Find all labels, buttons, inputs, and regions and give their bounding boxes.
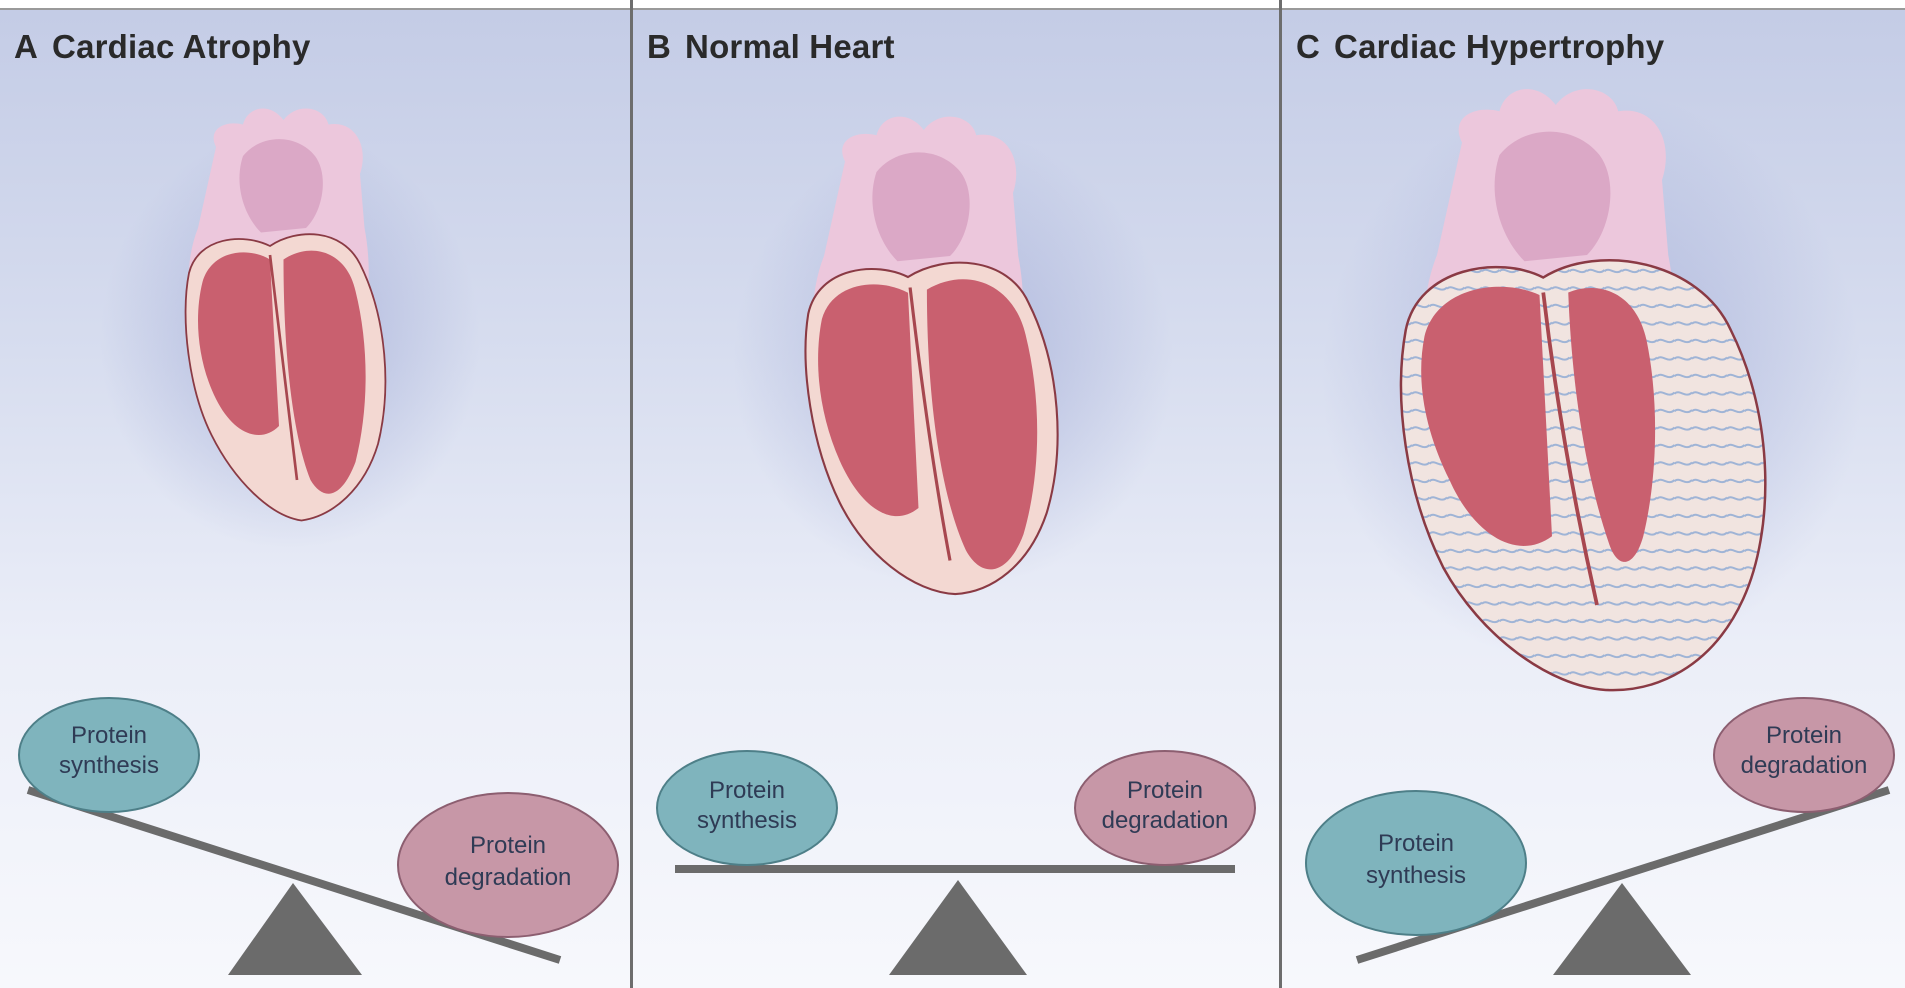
protein-synthesis-label-line2: synthesis bbox=[1366, 862, 1466, 889]
protein-degradation-label-line2: degradation bbox=[1102, 807, 1229, 834]
protein-degradation-label-line2: degradation bbox=[445, 864, 572, 891]
scale-fulcrum bbox=[889, 880, 1027, 975]
panel-c-illustration: Protein synthesis Protein degradation bbox=[1282, 10, 1905, 988]
protein-synthesis-label-line1: Protein bbox=[71, 722, 147, 749]
protein-synthesis-label-line1: Protein bbox=[1378, 830, 1454, 857]
scale-fulcrum bbox=[1553, 883, 1691, 975]
protein-degradation-label-line1: Protein bbox=[470, 832, 546, 859]
panel-a-illustration: Protein synthesis Protein degradation bbox=[0, 10, 630, 988]
protein-degradation-label-line2: degradation bbox=[1741, 752, 1868, 779]
protein-degradation-blob: Protein degradation bbox=[398, 793, 618, 937]
protein-synthesis-label-line1: Protein bbox=[709, 777, 785, 804]
protein-degradation-blob: Protein degradation bbox=[1075, 751, 1255, 865]
protein-synthesis-blob: Protein synthesis bbox=[657, 751, 837, 865]
protein-degradation-label-line1: Protein bbox=[1766, 722, 1842, 749]
protein-synthesis-label-line2: synthesis bbox=[697, 807, 797, 834]
aortic-arch bbox=[1495, 132, 1611, 262]
scale-beam bbox=[675, 865, 1235, 873]
panel-b-illustration: Protein synthesis Protein degradation bbox=[633, 10, 1279, 988]
protein-degradation-blob: Protein degradation bbox=[1714, 698, 1894, 812]
protein-synthesis-blob: Protein synthesis bbox=[19, 698, 199, 812]
panel-divider-left bbox=[630, 0, 633, 988]
aortic-arch bbox=[872, 152, 969, 261]
protein-synthesis-blob: Protein synthesis bbox=[1306, 791, 1526, 935]
protein-synthesis-label-line2: synthesis bbox=[59, 752, 159, 779]
balance-scale bbox=[675, 865, 1235, 975]
protein-degradation-label-line1: Protein bbox=[1127, 777, 1203, 804]
panel-divider-right bbox=[1279, 0, 1282, 988]
aortic-arch bbox=[239, 139, 322, 232]
scale-fulcrum bbox=[228, 883, 362, 975]
